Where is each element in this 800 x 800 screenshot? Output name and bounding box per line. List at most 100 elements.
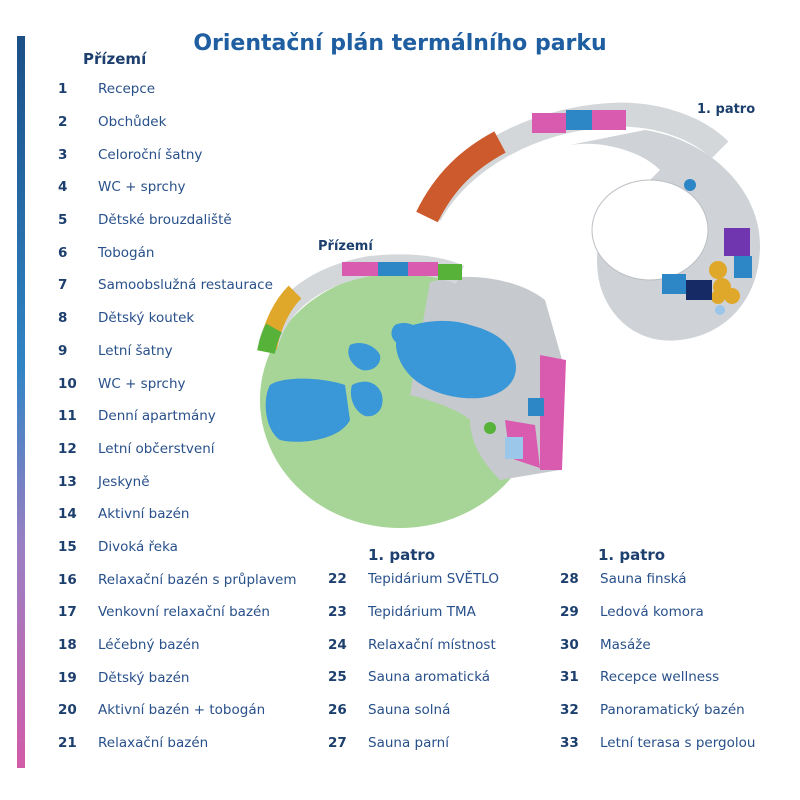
legend-item-label: Relaxační bazén xyxy=(98,735,209,752)
page-title: Orientační plán termálního parku xyxy=(193,31,607,56)
legend-item: 11 Denní apartmány xyxy=(58,400,297,433)
legend-item-label: Samoobslužná restaurace xyxy=(98,277,273,294)
legend-item-label: Sauna parní xyxy=(368,734,449,751)
legend-item-number: 16 xyxy=(58,571,77,588)
legend-item-label: Obchůdek xyxy=(98,114,167,131)
legend-item-number: 7 xyxy=(58,277,68,294)
zone-30 xyxy=(734,256,752,278)
legend-item-number: 30 xyxy=(560,636,579,653)
legend-item-label: Recepce wellness xyxy=(600,669,720,686)
legend-item-number: 13 xyxy=(58,473,77,490)
legend-item-label: Letní šatny xyxy=(98,342,173,359)
legend-item: 9 Letní šatny xyxy=(58,335,297,368)
zone-dark-room xyxy=(686,280,712,300)
zone-room-9 xyxy=(532,113,566,133)
legend-item-number: 10 xyxy=(58,375,77,392)
legend-item-label: Léčebný bazén xyxy=(98,637,200,654)
legend-item: 12 Letní občerstvení xyxy=(58,433,297,466)
legend-item-number: 19 xyxy=(58,669,77,686)
legend-item-label: Panoramatický bazén xyxy=(600,702,745,719)
zone-24 xyxy=(662,274,686,294)
legend-item-label: Denní apartmány xyxy=(98,408,216,425)
legend-item: 22 Tepidárium SVĚTLO xyxy=(328,563,499,596)
legend-item-number: 11 xyxy=(58,408,77,425)
zone-4 xyxy=(528,398,544,416)
zone-12 xyxy=(438,264,462,280)
first-floor-courtyard xyxy=(591,179,709,281)
legend-item: 30 Masáže xyxy=(560,628,755,661)
legend-item-number: 1 xyxy=(58,81,68,98)
legend-item: 13 Jeskyně xyxy=(58,465,297,498)
zone-10 xyxy=(378,262,408,276)
legend-item: 7 Samoobslužná restaurace xyxy=(58,269,297,302)
legend-item-label: Letní terasa s pergolou xyxy=(600,734,756,751)
pool-19 xyxy=(350,381,383,417)
legend-item-label: Tobogán xyxy=(98,244,155,261)
legend-item-number: 32 xyxy=(560,702,579,719)
legend-item-label: Dětské brouzdaliště xyxy=(98,212,232,229)
zone-green-arc xyxy=(257,323,282,354)
legend-item-number: 12 xyxy=(58,440,77,457)
legend-item-number: 24 xyxy=(328,636,347,653)
legend-item-label: WC + sprchy xyxy=(98,179,186,196)
legend-item-number: 22 xyxy=(328,571,347,588)
legend-item-number: 27 xyxy=(328,734,347,751)
zone-room-pink xyxy=(592,110,626,130)
legend-item: 2 Obchůdek xyxy=(58,106,297,139)
zone-purple xyxy=(724,228,750,256)
legend-item-label: Masáže xyxy=(600,636,651,653)
zone-9 xyxy=(342,262,378,276)
legend-item-number: 26 xyxy=(328,702,347,719)
legend-item-label: Recepce xyxy=(98,81,156,98)
legend-item-number: 15 xyxy=(58,538,77,555)
legend-item-label: Aktivní bazén + tobogán xyxy=(98,702,266,719)
legend-item-number: 9 xyxy=(58,342,68,359)
zone-sauna-1 xyxy=(709,261,727,279)
legend-item: 27 Sauna parní xyxy=(328,726,499,759)
legend-first-b-heading: 1. patro xyxy=(598,546,666,564)
legend-item-label: Divoká řeka xyxy=(98,538,178,555)
ground-floor-map xyxy=(257,254,566,528)
legend-item-number: 17 xyxy=(58,604,77,621)
zone-1 xyxy=(505,437,523,459)
legend-item-label: Letní občerstvení xyxy=(98,440,215,457)
legend-ground-heading: Přízemí xyxy=(83,50,147,68)
legend-item-label: Tepidárium TMA xyxy=(368,604,476,621)
legend-item-number: 28 xyxy=(560,571,579,588)
legend-item-number: 2 xyxy=(58,114,68,131)
legend-item-label: Jeskyně xyxy=(98,473,150,490)
pin-32 xyxy=(684,179,696,191)
zone-11 xyxy=(408,262,438,276)
legend-item-label: Sauna aromatická xyxy=(368,669,491,686)
legend-item-label: Tepidárium SVĚTLO xyxy=(368,571,499,588)
legend-item-label: Relaxační bazén s průplavem xyxy=(98,571,297,588)
zone-33-terrace xyxy=(416,131,506,223)
zone-sauna-4 xyxy=(711,290,725,304)
pin-22 xyxy=(715,305,725,315)
legend-item-number: 14 xyxy=(58,506,77,523)
pool-18 xyxy=(348,343,381,371)
legend-item: 16 Relaxační bazén s průplavem xyxy=(58,563,297,596)
legend-item-number: 33 xyxy=(560,734,579,751)
legend-item-label: Venkovní relaxační bazén xyxy=(98,604,270,621)
legend-item-label: Sauna solná xyxy=(368,702,451,719)
pool-14-15-16 xyxy=(395,320,516,399)
legend-item: 17 Venkovní relaxační bazén xyxy=(58,596,297,629)
legend-item-number: 6 xyxy=(58,244,68,261)
map-label-first: 1. patro xyxy=(697,102,755,117)
first-floor-map xyxy=(416,102,760,341)
legend-item-label: Aktivní bazén xyxy=(98,506,190,523)
legend-item: 32 Panoramatický bazén xyxy=(560,694,755,727)
legend-item-label: Ledová komora xyxy=(600,604,704,621)
